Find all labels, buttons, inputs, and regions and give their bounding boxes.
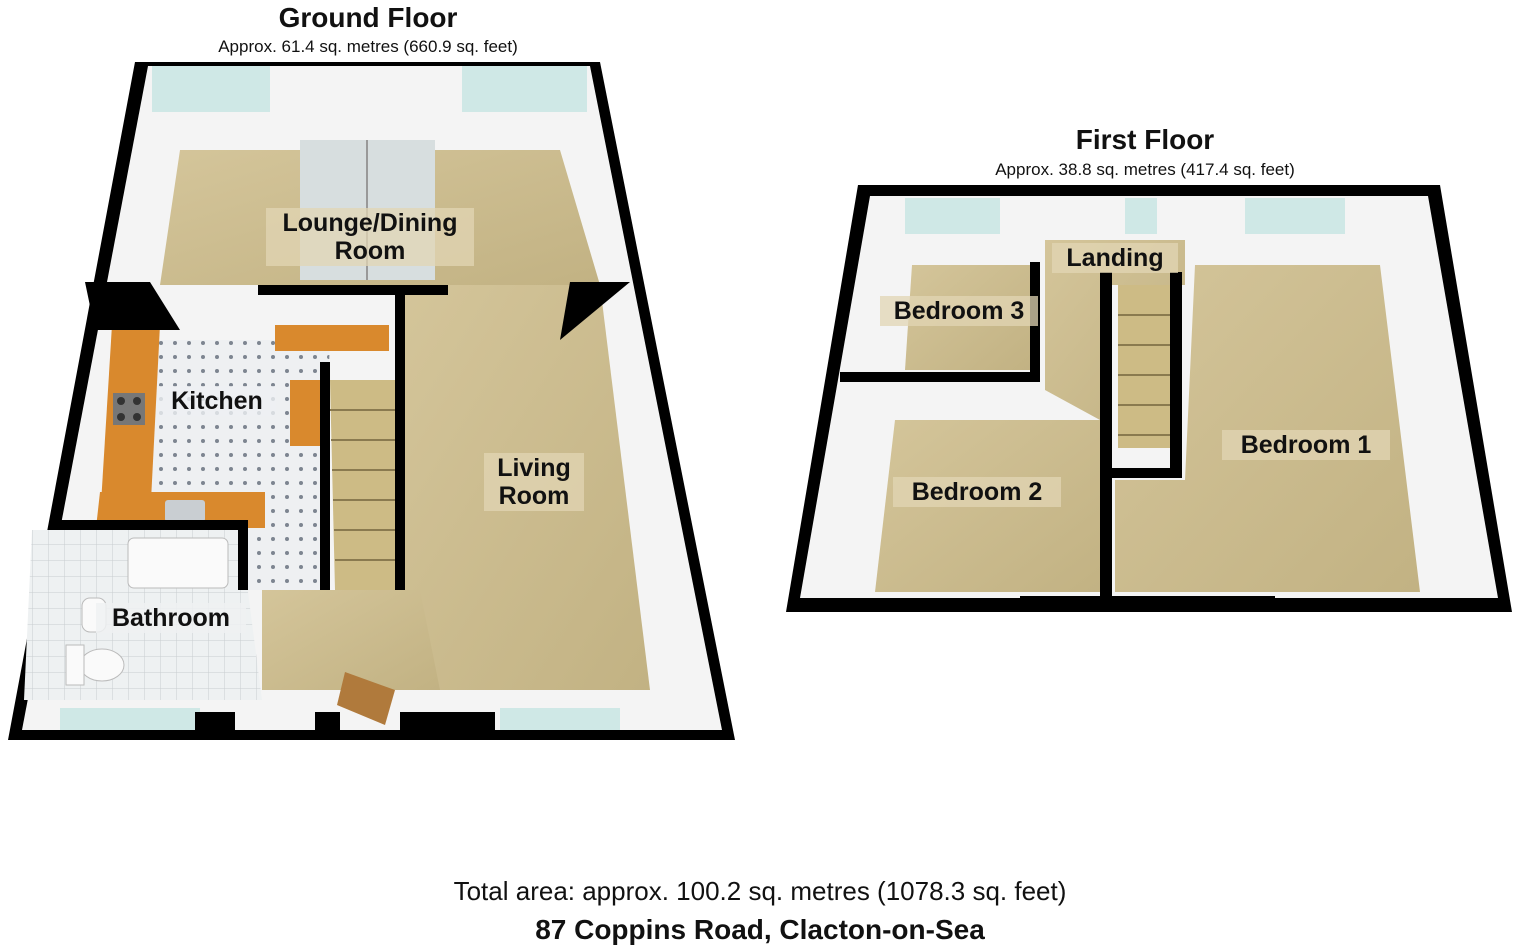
window-ground-1 bbox=[152, 66, 270, 112]
toilet-icon bbox=[79, 648, 125, 682]
window-first-1 bbox=[905, 198, 1000, 234]
room-label-bedroom-2: Bedroom 2 bbox=[893, 477, 1061, 507]
lounge-dining-line2: Room bbox=[334, 237, 406, 265]
window-first-2 bbox=[1125, 198, 1157, 234]
room-label-kitchen: Kitchen bbox=[158, 386, 276, 416]
living-line1: Living bbox=[497, 454, 571, 482]
window-ground-2 bbox=[462, 66, 587, 112]
room-label-landing: Landing bbox=[1052, 243, 1178, 273]
bath-icon bbox=[127, 537, 229, 589]
ground-floor-plan bbox=[8, 62, 735, 740]
kitchen-counter-top bbox=[275, 325, 389, 351]
window-ground-4 bbox=[500, 708, 620, 730]
hall-floor bbox=[262, 590, 440, 690]
first-floor-title: First Floor bbox=[1075, 124, 1215, 155]
hob-icon bbox=[113, 393, 145, 425]
sink-icon bbox=[165, 500, 205, 522]
total-area: Total area: approx. 100.2 sq. metres (10… bbox=[453, 876, 1067, 906]
window-first-3 bbox=[1245, 198, 1345, 234]
room-label-bathroom: Bathroom bbox=[96, 603, 246, 633]
first-floor-area: Approx. 38.8 sq. metres (417.4 sq. feet) bbox=[995, 160, 1295, 179]
room-label-bedroom-3: Bedroom 3 bbox=[880, 296, 1038, 326]
ground-floor-area: Approx. 61.4 sq. metres (660.9 sq. feet) bbox=[218, 37, 518, 56]
lounge-dining-line1: Lounge/Dining bbox=[282, 209, 458, 237]
window-ground-3 bbox=[60, 708, 200, 730]
room-label-living-room: Living Room bbox=[484, 453, 584, 511]
room-label-lounge-dining: Lounge/Dining Room bbox=[266, 208, 474, 266]
first-floor-stairs bbox=[1118, 285, 1172, 448]
ground-floor-title: Ground Floor bbox=[278, 2, 458, 33]
kitchen-counter-island bbox=[290, 380, 320, 446]
ground-floor-stairs bbox=[320, 290, 405, 590]
living-line2: Room bbox=[498, 482, 570, 510]
bedroom-1-floor bbox=[1115, 265, 1420, 592]
property-address: 87 Coppins Road, Clacton-on-Sea bbox=[535, 914, 985, 945]
room-label-bedroom-1: Bedroom 1 bbox=[1222, 430, 1390, 460]
front-door bbox=[337, 672, 395, 725]
